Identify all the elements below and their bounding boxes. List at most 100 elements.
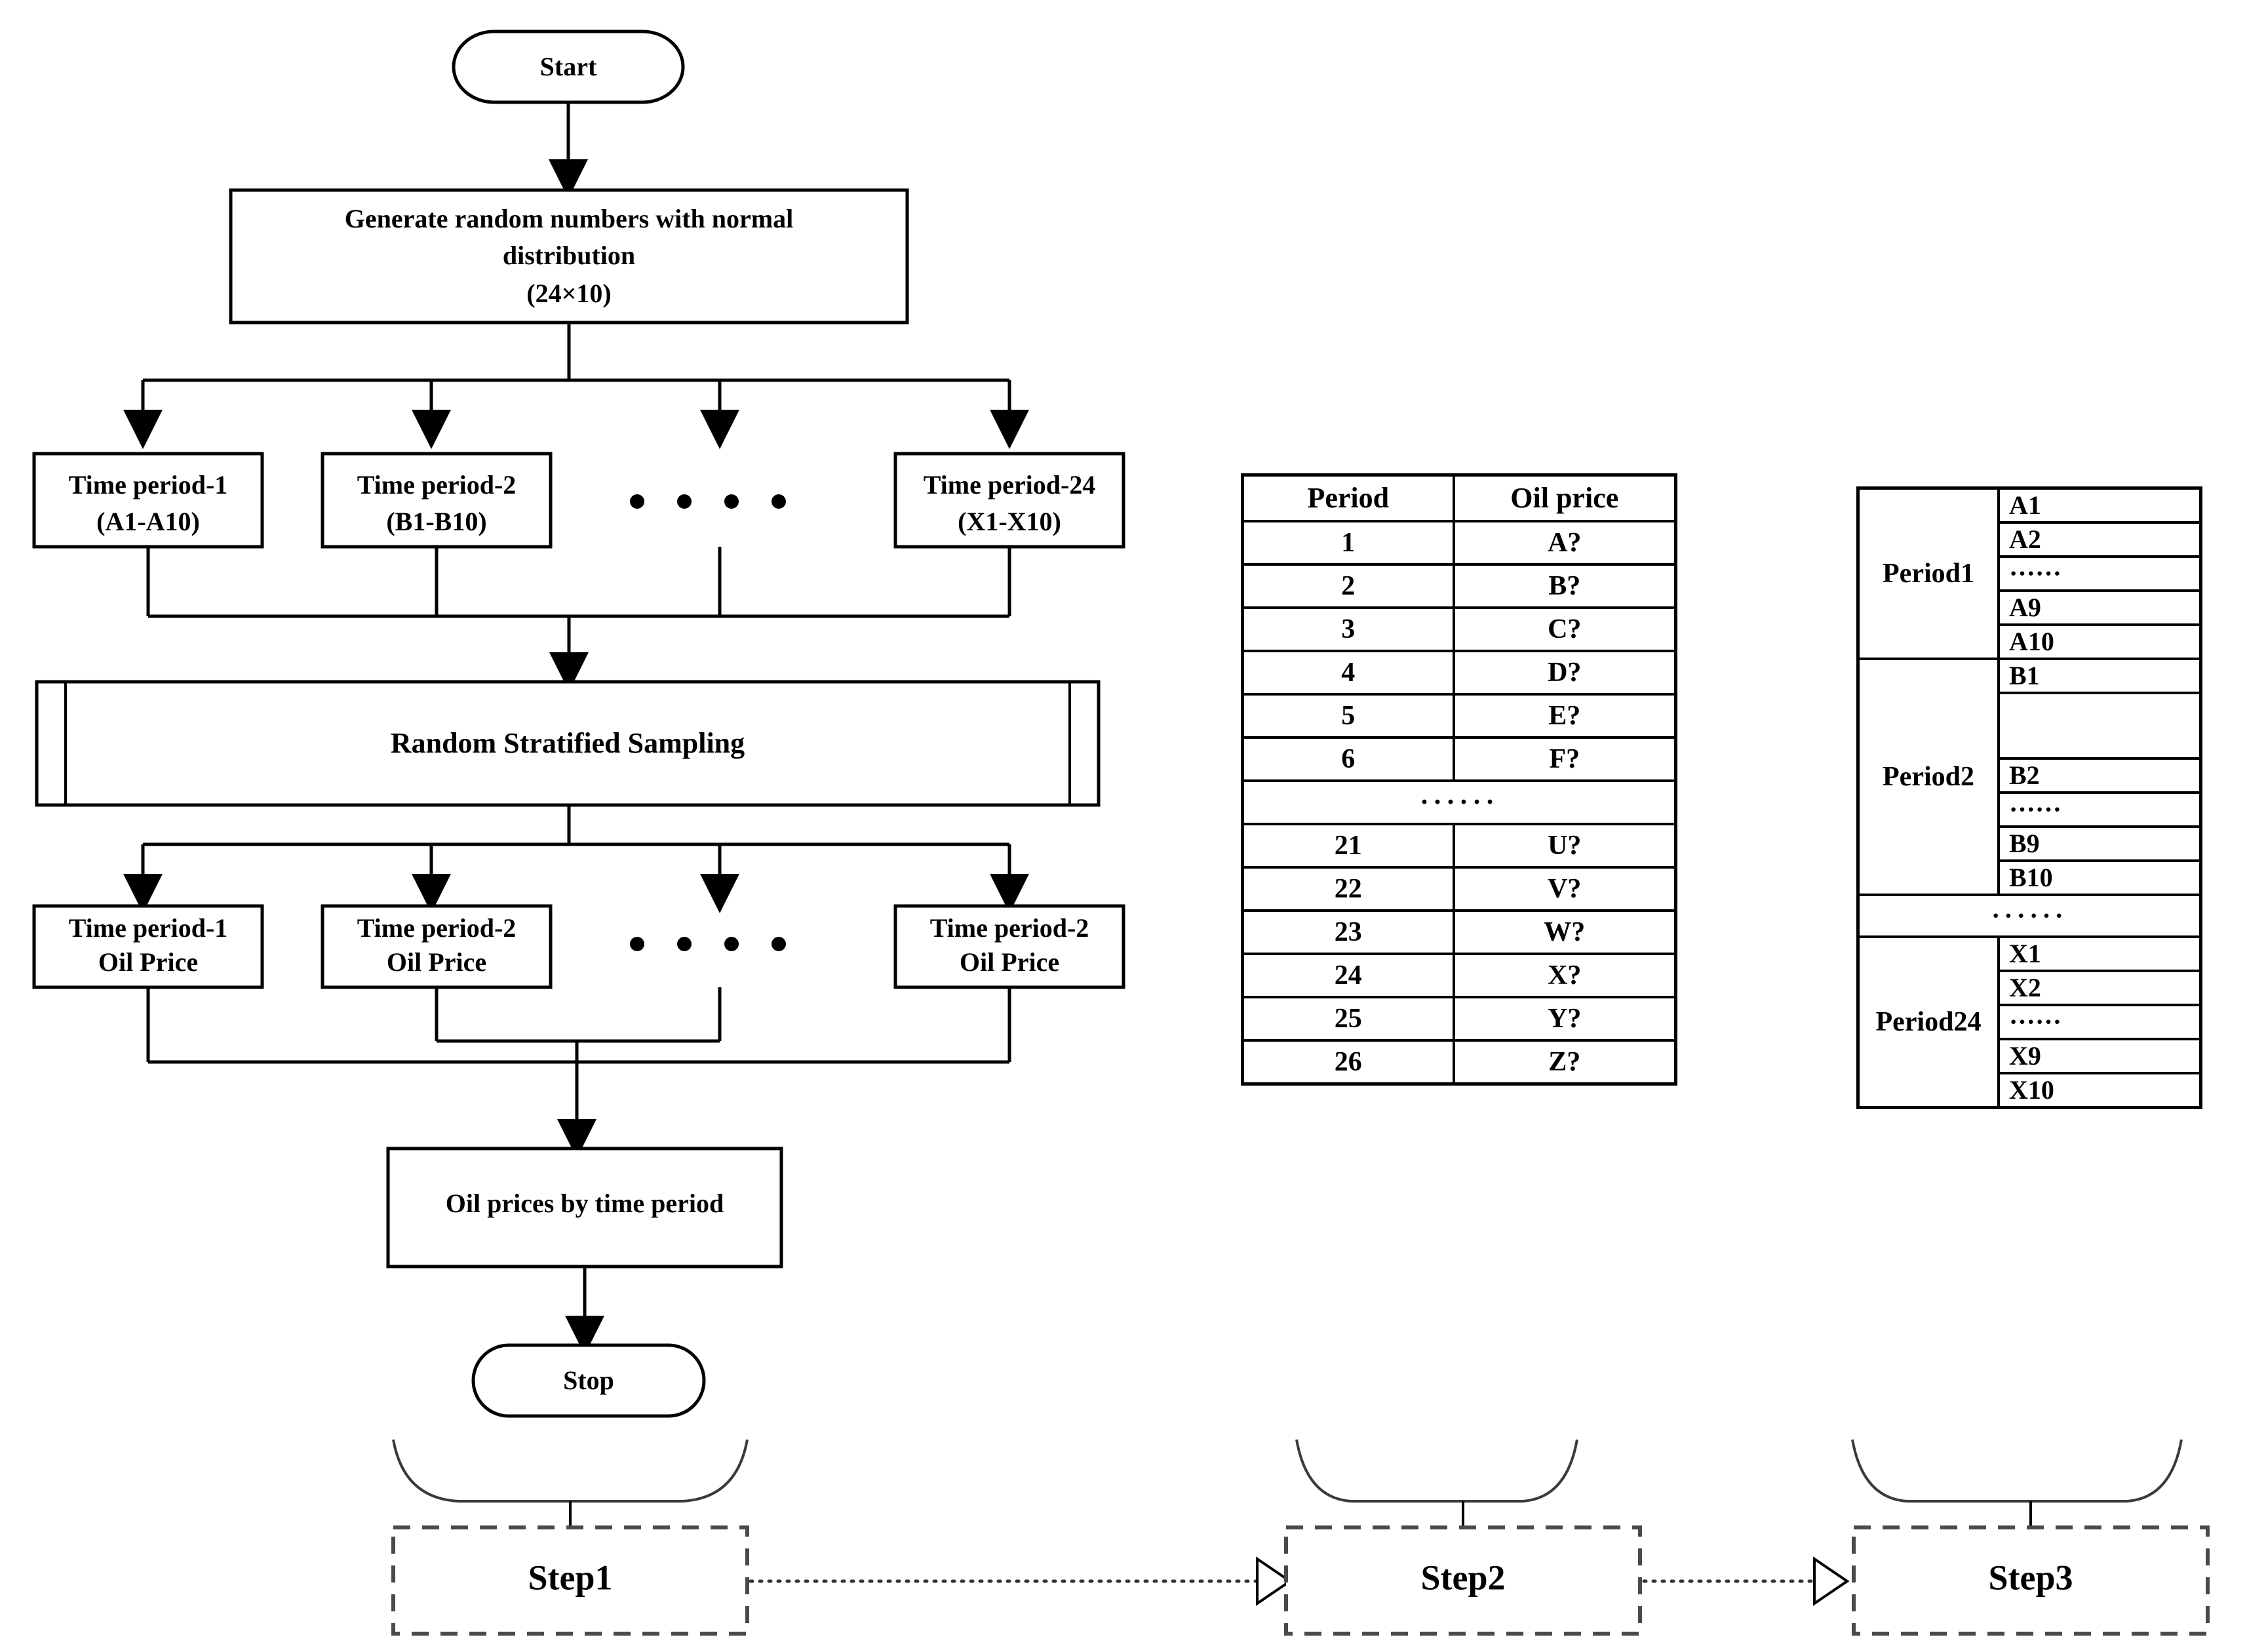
generate-line-2: distribution [503,241,635,270]
cell-group-value: ······ [1997,1004,2202,1040]
cell-group-value: A1 [1997,486,2202,524]
cell-oil-price: A? [1452,520,1677,566]
table-header-row: Period Oil price [1241,473,1677,522]
cell-group-value: B9 [1997,825,2202,862]
ellipsis-dots-top [630,494,786,509]
table-row-ellipsis: ······ [1241,779,1677,825]
cell-period: 21 [1241,823,1455,869]
cell-group-value: A10 [1997,623,2202,660]
group-value-row: ······ [1858,791,2202,828]
open-arrowhead-step2 [1256,1556,1293,1606]
cell-group-label: Period1 [1856,486,2000,660]
generate-line-3: (24×10) [526,279,611,308]
cell-ellipsis: ······ [1241,779,1677,825]
cell-group-label: Period24 [1856,935,2000,1109]
cell-group-value [1997,692,2202,760]
cell-period: 6 [1241,736,1455,782]
cell-group-value: ······ [1997,791,2202,828]
time-period-24-oilprice-box[interactable] [893,904,1125,989]
group-value-row: B2 [1858,757,2202,794]
group-value-row: A2 [1858,521,2202,558]
cell-oil-price: Y? [1452,996,1677,1042]
cell-group-value: X10 [1997,1072,2202,1109]
group-value-row: A10 [1858,623,2202,660]
cell-period: 26 [1241,1039,1455,1086]
generate-line-1: Generate random numbers with normal [345,204,793,233]
time-period-2-line-2: (B1-B10) [386,507,486,536]
cell-group-value: X2 [1997,970,2202,1006]
group-value-row [1858,692,2202,760]
time-period-1-line-2: (A1-A10) [96,507,200,536]
oilprice-2-line-1: Time period-2 [357,913,517,943]
cell-group-value: A9 [1997,589,2202,626]
cell-oil-price: U? [1452,823,1677,869]
cell-period: 3 [1241,606,1455,652]
random-stratified-sampling-box[interactable] [35,680,1101,807]
cell-oil-price: E? [1452,693,1677,739]
cell-period: 1 [1241,520,1455,566]
cell-group-value: ······ [1997,555,2202,592]
brace-step1 [392,1439,749,1503]
cell-period: 4 [1241,650,1455,696]
oilprice-2-line-2: Oil Price [387,947,486,977]
cell-group-value: A2 [1997,521,2202,558]
step1-box[interactable] [391,1525,749,1636]
time-period-1-line-1: Time period-1 [69,470,228,500]
oilprice-1-line-1: Time period-1 [69,913,228,943]
step3-box[interactable] [1852,1525,2210,1636]
group-value-row: ······ [1858,1004,2202,1040]
cell-period: 24 [1241,953,1455,998]
column-header-oil-price: Oil price [1452,473,1677,522]
group-row-ellipsis: ······ [1856,894,2202,938]
step2-box[interactable] [1284,1525,1642,1636]
random-stratified-sampling-label: Random Stratified Sampling [391,727,745,759]
cell-group-value: X1 [1997,935,2202,972]
stop-terminator[interactable] [471,1343,706,1418]
open-arrowhead-step3 [1813,1556,1850,1606]
brace-step2 [1295,1439,1578,1503]
cell-group-value: B10 [1997,859,2202,896]
cell-group-label: Period2 [1856,658,2000,896]
cell-period: 2 [1241,563,1455,609]
column-header-period: Period [1241,473,1455,522]
group-value-row: ······ [1858,555,2202,592]
cell-oil-price: Z? [1452,1039,1677,1086]
group-value-row: B10 [1858,859,2202,896]
cell-period: 25 [1241,996,1455,1042]
oilprice-24-line-1: Time period-2 [930,913,1089,943]
time-period-1-oilprice-box[interactable] [32,904,264,989]
cell-oil-price: C? [1452,606,1677,652]
stop-label: Stop [563,1366,614,1395]
group-value-row: X2 [1858,970,2202,1006]
oil-prices-result-box[interactable] [386,1147,783,1268]
cell-group-ellipsis: ······ [1856,894,2202,938]
cell-group-value: X9 [1997,1038,2202,1074]
oilprice-1-line-2: Oil Price [98,947,198,977]
cell-oil-price: F? [1452,736,1677,782]
time-period-2-oilprice-box[interactable] [321,904,553,989]
cell-oil-price: X? [1452,953,1677,998]
cell-group-value: B2 [1997,757,2202,794]
step3-label: Step3 [1988,1558,2073,1597]
time-period-24-line-2: (X1-X10) [958,507,1061,536]
group-value-row: B9 [1858,825,2202,862]
brace-step3 [1851,1439,2183,1503]
time-period-24-box[interactable] [893,452,1125,549]
cell-oil-price: W? [1452,909,1677,955]
